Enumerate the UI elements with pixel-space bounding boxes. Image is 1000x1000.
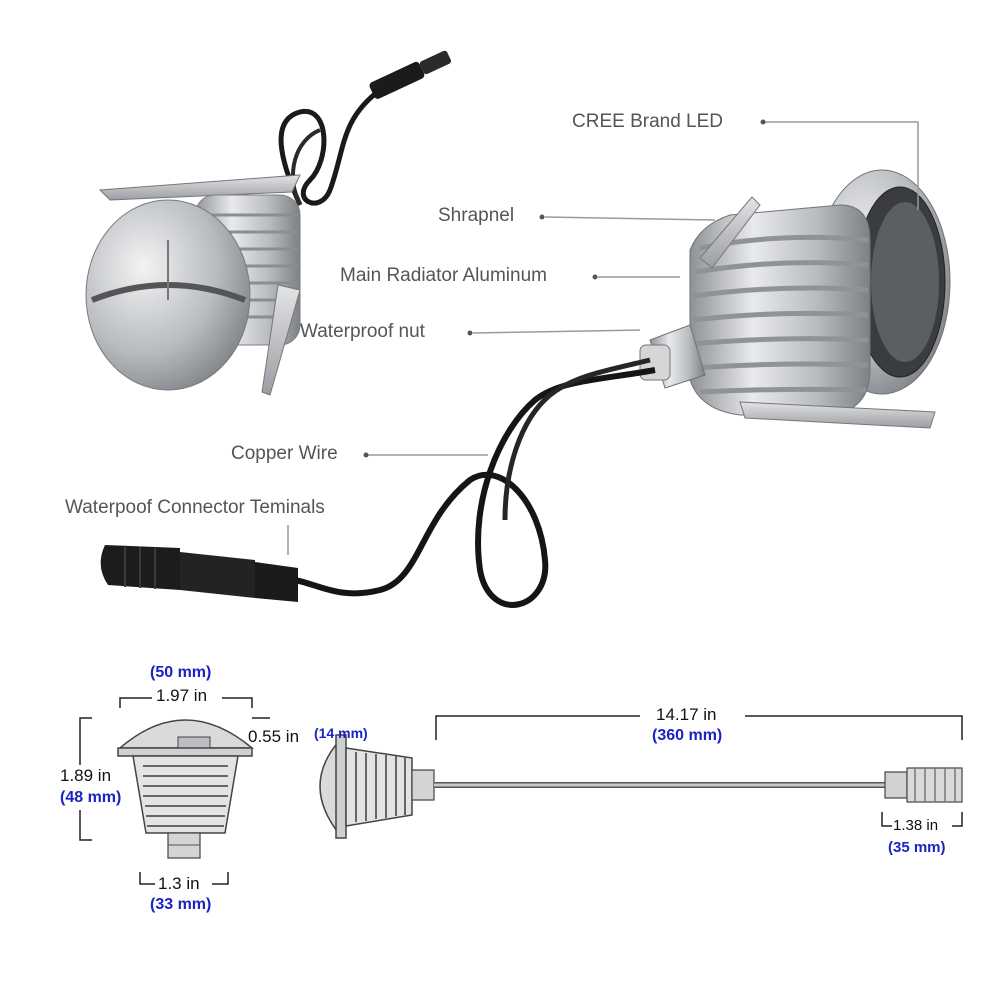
callout-shrapnel: Shrapnel bbox=[438, 205, 515, 226]
small-light-connector bbox=[369, 50, 452, 99]
dim-top-width-mm: (50 mm) bbox=[150, 664, 212, 681]
callout-radiator: Main Radiator Aluminum bbox=[340, 265, 547, 286]
dim-top-width-in: 1.97 in bbox=[156, 686, 208, 705]
small-light-shrapnel-top bbox=[98, 174, 301, 201]
large-light-shrapnel-bottom bbox=[739, 401, 936, 429]
dim-connector-in: 1.38 in bbox=[893, 817, 939, 834]
front-dimension-lines bbox=[79, 697, 270, 885]
side-dimension-lines bbox=[435, 715, 963, 827]
dim-connector-mm: (35 mm) bbox=[888, 839, 946, 856]
main-cable bbox=[294, 367, 656, 608]
dim-cable-mm: (360 mm) bbox=[652, 727, 723, 744]
dim-flange-mm: (14 mm) bbox=[314, 725, 368, 741]
large-light-illustration bbox=[639, 169, 951, 429]
dim-height-mm: (48 mm) bbox=[60, 789, 122, 806]
callout-connector: Waterpoof Connector Teminals bbox=[65, 497, 325, 518]
large-light-shrapnel-top bbox=[699, 196, 761, 269]
side-view-drawing bbox=[319, 734, 963, 839]
dim-cable-in: 14.17 in bbox=[656, 705, 717, 724]
small-light-wire bbox=[278, 88, 382, 207]
callout-cree-led: CREE Brand LED bbox=[572, 111, 724, 132]
dim-height-in: 1.89 in bbox=[60, 766, 112, 785]
leader-lines bbox=[287, 121, 919, 555]
dim-base-width-mm: (33 mm) bbox=[150, 896, 212, 913]
callout-nut: Waterproof nut bbox=[300, 321, 425, 342]
large-light-fins bbox=[692, 234, 869, 395]
small-light-shrapnel-bottom bbox=[261, 284, 301, 396]
front-view-drawing bbox=[117, 719, 255, 859]
main-connector bbox=[100, 545, 298, 602]
leader-dots bbox=[363, 119, 766, 458]
small-light-illustration bbox=[85, 50, 452, 396]
callout-copper-wire: Copper Wire bbox=[231, 443, 338, 464]
small-light-wire-2 bbox=[290, 128, 321, 206]
dim-flange-in: 0.55 in bbox=[248, 727, 300, 746]
dim-base-width-in: 1.3 in bbox=[158, 874, 200, 893]
